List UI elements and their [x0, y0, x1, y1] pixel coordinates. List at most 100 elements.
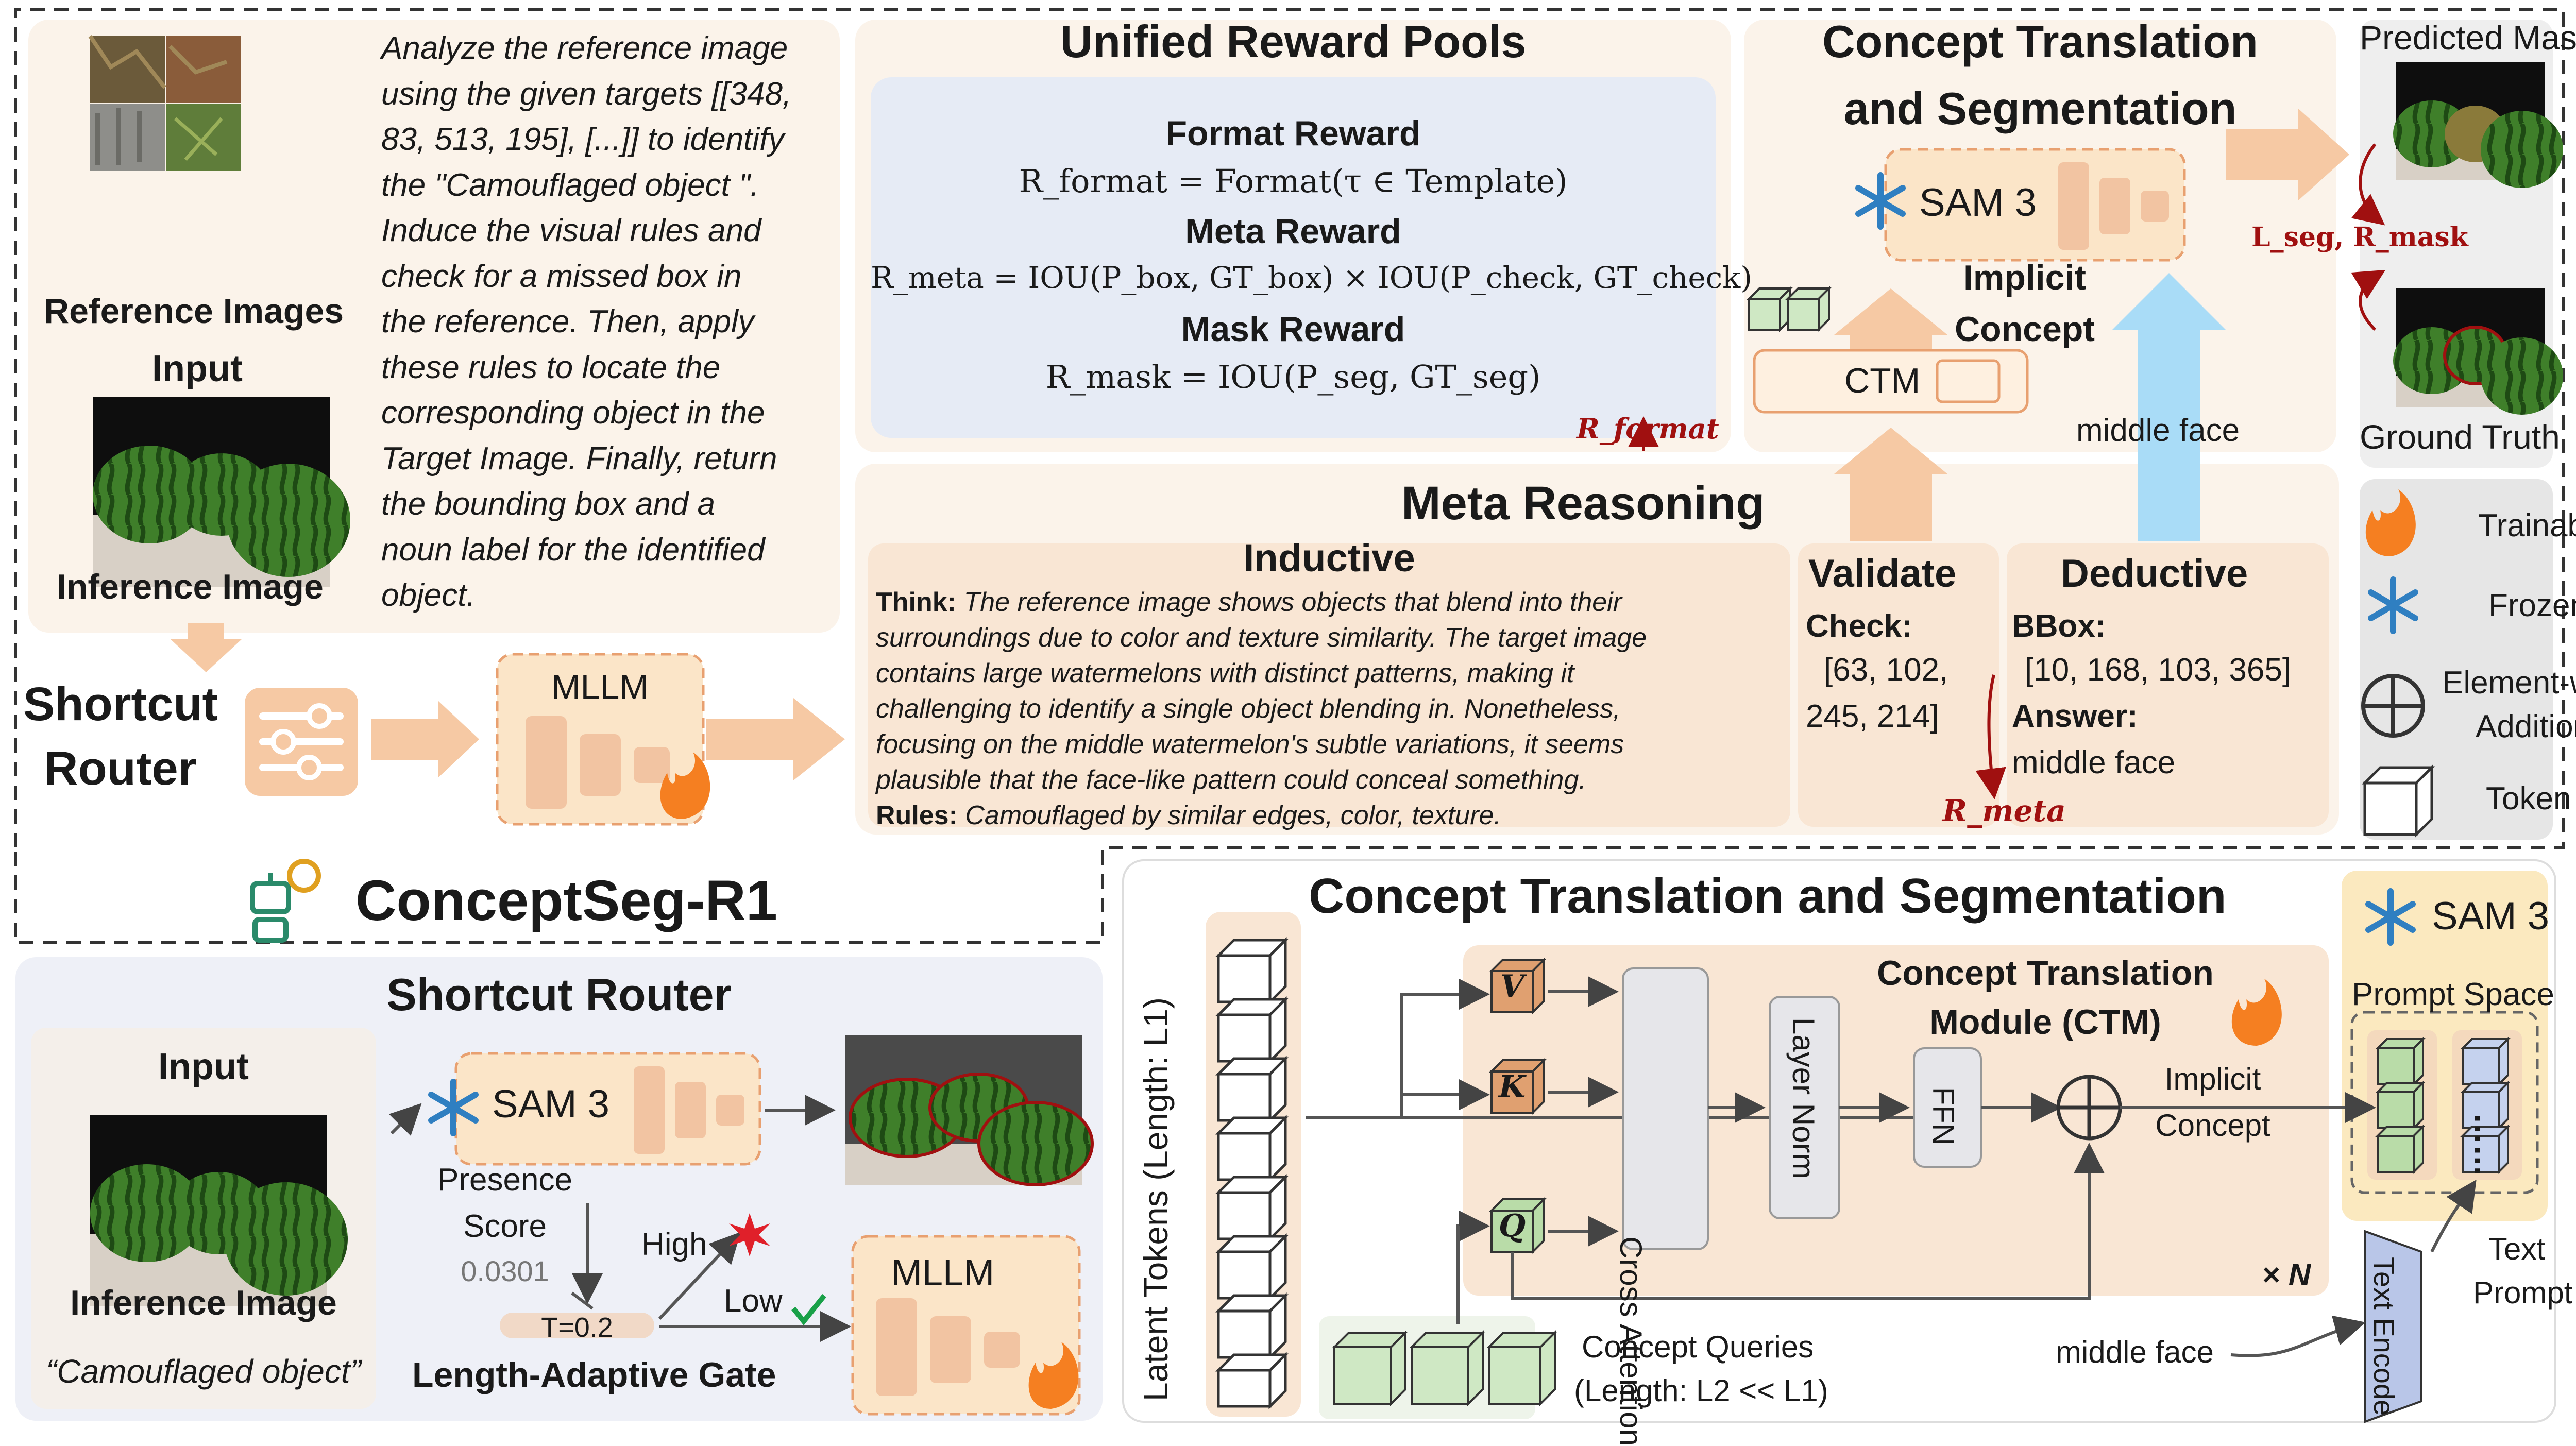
- brand-name: ConceptSeg-R1: [355, 869, 777, 932]
- concept-queries: [1332, 1330, 1557, 1406]
- latent-tokens: [1215, 937, 1289, 1410]
- implicit-concept-1: Implicit: [1963, 258, 2087, 297]
- reward-title: Unified Reward Pools: [1060, 16, 1527, 67]
- ctm-panel-title: Concept Translation and Segmentation: [1309, 869, 2227, 924]
- latent-tokens-label: Latent Tokens (Length: L1): [1137, 997, 1175, 1401]
- legend-addition-icon: [2361, 674, 2425, 738]
- shortcut-router-label-1: Shortcut: [23, 678, 218, 730]
- ctm-sam3-label: SAM 3: [2432, 894, 2550, 938]
- check-label: Check:: [1806, 608, 1912, 644]
- router-mllm-label: MLLM: [891, 1252, 995, 1294]
- router-icon: [245, 688, 358, 796]
- ffn-label: FFN: [1926, 1087, 1960, 1145]
- q-token: [1489, 1197, 1547, 1254]
- legend-addition-2: Addition: [2476, 709, 2576, 744]
- check-line1: [63, 102,: [1824, 652, 1948, 688]
- bbox-value: [10, 168, 103, 365]: [2025, 652, 2292, 688]
- ctm-label: CTM: [1844, 361, 1921, 400]
- r-meta-label: R_meta: [1942, 793, 2066, 828]
- reference-images-label: Reference Images: [44, 292, 344, 331]
- legend-frozen: Frozen: [2488, 588, 2576, 623]
- deductive-title: Deductive: [2061, 552, 2248, 596]
- check-line2: 245, 214]: [1806, 699, 1939, 734]
- meta-reward-formula: R_meta = IOU(P_box, GT_box) × IOU(P_chec…: [871, 260, 1752, 295]
- legend-token-icon: [2361, 764, 2435, 838]
- ellipsis-label: ……: [2468, 1113, 2503, 1177]
- middle-face-label: middle face: [2076, 413, 2240, 448]
- ctm-addition-icon: [2056, 1075, 2122, 1141]
- answer-value: middle face: [2012, 745, 2176, 780]
- validate-title: Validate: [1808, 552, 1957, 596]
- meta-reward-title: Meta Reward: [1185, 212, 1401, 251]
- threshold-label: T=0.2: [541, 1312, 613, 1343]
- k-label: K: [1498, 1069, 1526, 1105]
- ctm-module-title-2: Module (CTM): [1929, 1002, 2161, 1042]
- cts-title-1: Concept Translation: [1822, 16, 2258, 67]
- bbox-label: BBox:: [2012, 608, 2106, 644]
- presence-value: 0.0301: [461, 1255, 549, 1287]
- router-query-text: “Camouflaged object”: [46, 1353, 361, 1390]
- router-inference-label: Inference Image: [70, 1283, 337, 1322]
- accept-check-icon: [791, 1294, 826, 1326]
- router-sam3-label: SAM 3: [492, 1082, 610, 1126]
- text-prompt-1: Text: [2488, 1232, 2546, 1266]
- ground-truth-image: [2393, 288, 2563, 415]
- prompt-text: Analyze the reference image using the gi…: [381, 30, 792, 613]
- router-inference-image: [90, 1115, 348, 1306]
- times-n-label: × N: [2262, 1257, 2311, 1292]
- input-label: Input: [152, 348, 243, 389]
- text-prompt-2: Prompt: [2473, 1275, 2573, 1310]
- v-token: [1489, 957, 1547, 1015]
- meta-reasoning-title: Meta Reasoning: [1401, 477, 1765, 530]
- high-label: High: [641, 1227, 707, 1262]
- snowflake-icon: [1855, 172, 1906, 230]
- inductive-body: Think: The reference image shows objects…: [876, 587, 1647, 830]
- router-output-image: [845, 1035, 1094, 1186]
- ctm-implicit-2: Concept: [2155, 1108, 2270, 1143]
- inference-image-label: Inference Image: [57, 567, 324, 606]
- concept-queries-2: (Length: L2 << L1): [1574, 1373, 1828, 1408]
- ctm-implicit-1: Implicit: [2164, 1062, 2261, 1096]
- router-input-label: Input: [158, 1046, 249, 1087]
- reference-images: [88, 35, 241, 171]
- mask-reward-formula: R_mask = IOU(P_seg, GT_seg): [1045, 358, 1541, 396]
- legend-flame-icon: [2365, 489, 2416, 556]
- mask-reward-title: Mask Reward: [1181, 310, 1405, 349]
- answer-label: Answer:: [2012, 699, 2138, 734]
- flame-icon: [660, 752, 710, 819]
- legend-token: Token: [2486, 781, 2571, 816]
- legend-trainable: Trainable: [2478, 508, 2576, 543]
- token-icons: [1747, 286, 1832, 332]
- presence-line2: Score: [463, 1209, 547, 1244]
- implicit-concept-2: Concept: [1955, 310, 2095, 349]
- robot-icon: [250, 859, 321, 943]
- shortcut-router-label-2: Router: [44, 742, 197, 795]
- mllm-label: MLLM: [551, 668, 649, 707]
- q-label: Q: [1498, 1208, 1526, 1244]
- format-reward-formula: R_format = Format(τ ∈ Template): [1019, 162, 1568, 200]
- reject-star-icon: [729, 1213, 770, 1256]
- low-label: Low: [724, 1283, 783, 1319]
- ctm-middle-face-label: middle face: [2056, 1335, 2214, 1369]
- format-reward-title: Format Reward: [1165, 114, 1421, 153]
- sam3-label: SAM 3: [1919, 181, 2037, 225]
- prompt-space-label: Prompt Space: [2352, 977, 2554, 1012]
- inductive-title: Inductive: [1243, 536, 1415, 580]
- concept-queries-1: Concept Queries: [1582, 1330, 1814, 1364]
- text-encode-label: Text Encode: [2368, 1257, 2400, 1416]
- legend-snowflake-icon: [2368, 576, 2418, 634]
- loss-label: L_seg, R_mask: [2251, 222, 2468, 253]
- inference-image: [93, 397, 350, 587]
- legend-addition-1: Element-wise: [2442, 665, 2576, 701]
- v-label: V: [1500, 968, 1524, 1005]
- gate-label: Length-Adaptive Gate: [412, 1355, 776, 1394]
- predicted-mask-label: Predicted Mask: [2360, 19, 2576, 57]
- predicted-mask-image: [2393, 62, 2563, 188]
- ground-truth-label: Ground Truth: [2360, 418, 2560, 456]
- k-token: [1489, 1058, 1547, 1115]
- router-title: Shortcut Router: [386, 969, 732, 1020]
- ctm-module-title-1: Concept Translation: [1877, 954, 2214, 993]
- r-format-label: R_format: [1577, 412, 1719, 445]
- presence-line1: Presence: [437, 1162, 572, 1198]
